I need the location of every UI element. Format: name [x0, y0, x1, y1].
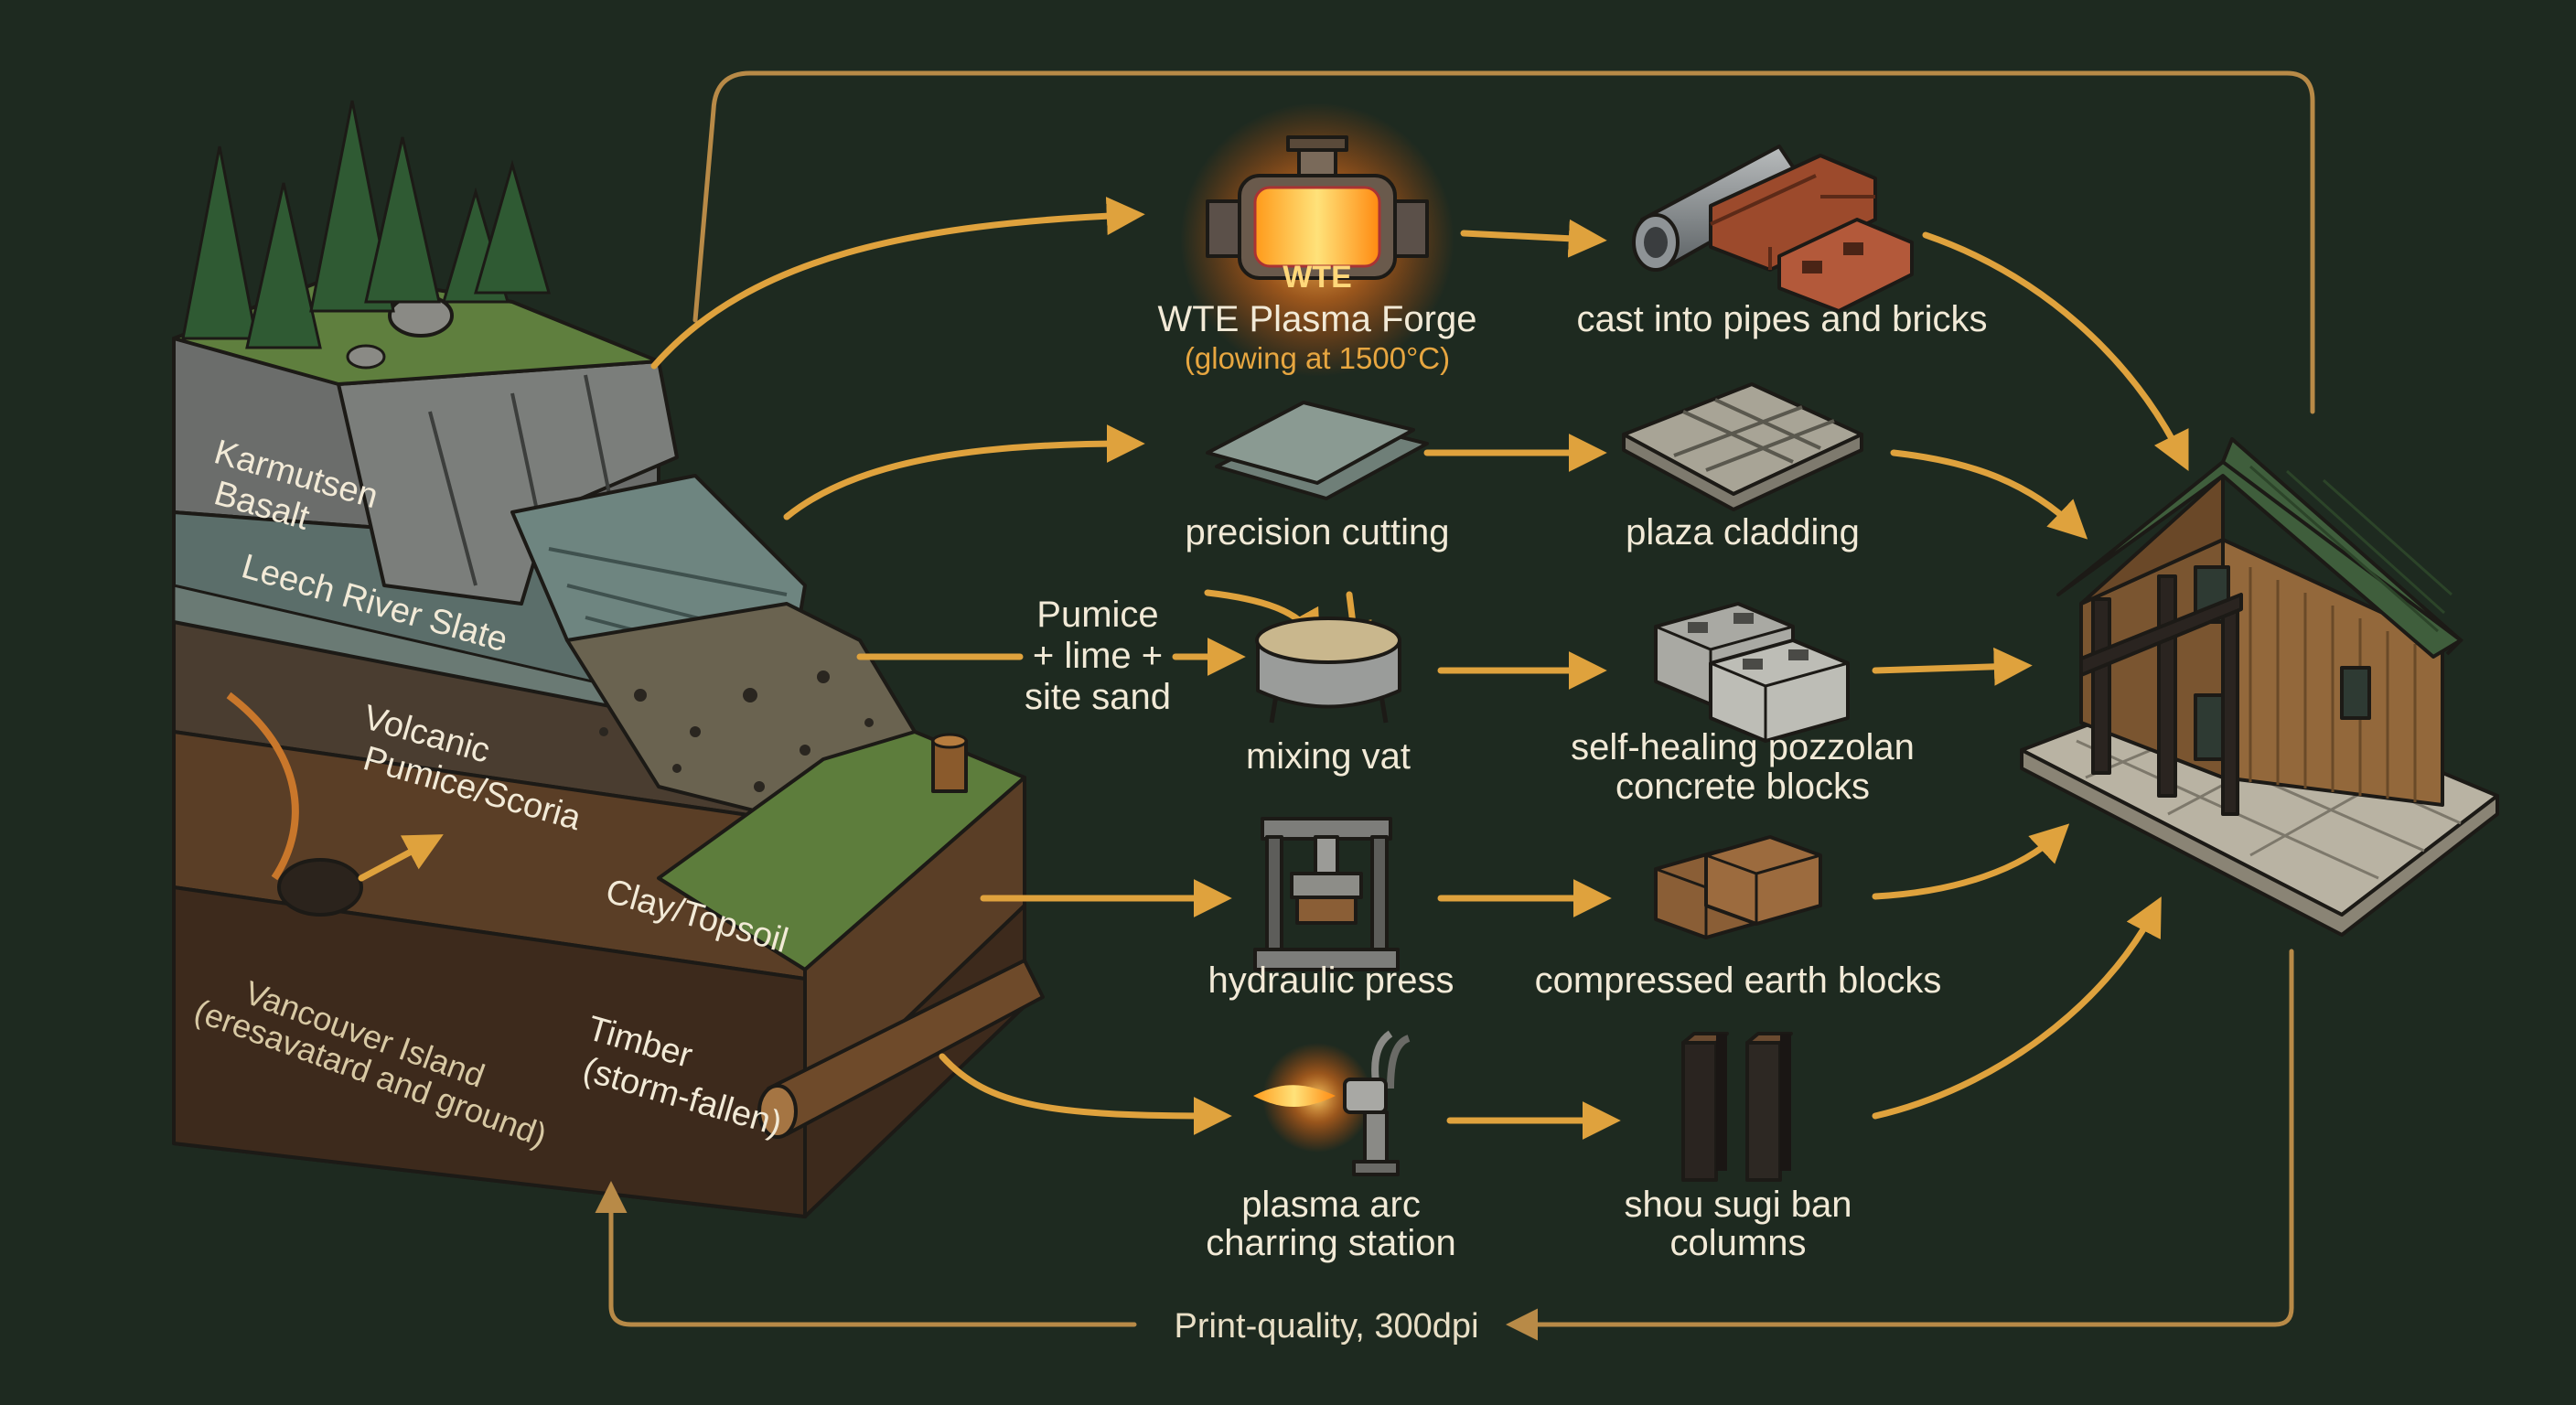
bottom-loop-line-left: [595, 1180, 1137, 1327]
tree-stump-icon: [931, 733, 968, 793]
process-label-cutting: precision cutting: [1185, 512, 1449, 552]
process-label-wte: WTE Plasma Forge: [1158, 299, 1477, 339]
bottom-loop-line-right: [1505, 949, 2294, 1341]
product-label-columns-1: shou sugi ban: [1624, 1185, 1852, 1225]
mixing-vat-icon: [1255, 617, 1401, 724]
product-label-concrete-1: self-healing pozzolan: [1571, 727, 1915, 767]
feedback-loops: Print-quality, 300dpi: [595, 70, 2315, 1346]
fallen-log-icon: [757, 959, 1045, 1139]
pumice-mix-input: Pumice + lime + site sand: [1025, 595, 1171, 717]
process-label-charring-1: plasma arc: [1241, 1185, 1421, 1225]
product-label-concrete-2: concrete blocks: [1615, 767, 1870, 807]
pipes-and-bricks-icon: [1632, 145, 1914, 313]
process-precision-cutting: precision cutting: [1185, 401, 1450, 552]
product-label-columns-2: columns: [1670, 1223, 1807, 1263]
process-plasma-charring: plasma arc charring station: [1206, 1030, 1456, 1263]
house-icon: [2020, 437, 2499, 937]
tunnel-opening-icon: [277, 858, 363, 917]
footer-label: Print-quality, 300dpi: [1174, 1307, 1478, 1346]
process-label-charring-2: charring station: [1206, 1223, 1455, 1263]
conifer-forest-icon: [181, 100, 551, 349]
process-label-mixing: mixing vat: [1246, 736, 1411, 777]
product-concrete-blocks: self-healing pozzolan concrete blocks: [1571, 602, 1915, 807]
process-mixing-vat: mixing vat: [1246, 617, 1411, 777]
concrete-blocks-icon: [1654, 602, 1850, 743]
product-label-pipes: cast into pipes and bricks: [1576, 299, 1987, 339]
output-house: [2020, 437, 2499, 937]
product-label-cladding: plaza cladding: [1626, 512, 1860, 552]
process-label-press: hydraulic press: [1208, 960, 1454, 1001]
pumice-mix-line-3: site sand: [1025, 677, 1171, 717]
furnace-badge: WTE: [1283, 260, 1352, 295]
product-label-earth: compressed earth blocks: [1535, 960, 1942, 1001]
product-earth-blocks: compressed earth blocks: [1535, 835, 1942, 1001]
pumice-mix-line-2: + lime +: [1033, 636, 1163, 676]
process-note-wte: (glowing at 1500°C): [1185, 341, 1450, 375]
hydraulic-press-icon: [1253, 817, 1400, 971]
earth-blocks-icon: [1654, 835, 1822, 939]
process-hydraulic-press: hydraulic press: [1208, 817, 1454, 1001]
slate-slab-icon: [1206, 401, 1429, 500]
cladding-tiles-icon: [1622, 382, 1863, 511]
product-charred-columns: shou sugi ban columns: [1624, 1032, 1852, 1263]
product-pipes-and-bricks: cast into pipes and bricks: [1576, 145, 1988, 339]
pumice-mix-line-1: Pumice: [1036, 595, 1158, 635]
charred-columns-icon: [1681, 1032, 1793, 1182]
product-plaza-cladding: plaza cladding: [1622, 382, 1863, 552]
plasma-torch-icon: [1253, 1030, 1411, 1176]
top-loop-line: [692, 70, 2315, 414]
process-wte-plasma-forge: WTE WTE Plasma Forge (glowing at 1500°C): [1158, 102, 1477, 377]
geologic-cross-section: Karmutsen Basalt Leech River Slate Volca…: [172, 100, 1045, 1218]
furnace-icon: [1206, 135, 1429, 280]
